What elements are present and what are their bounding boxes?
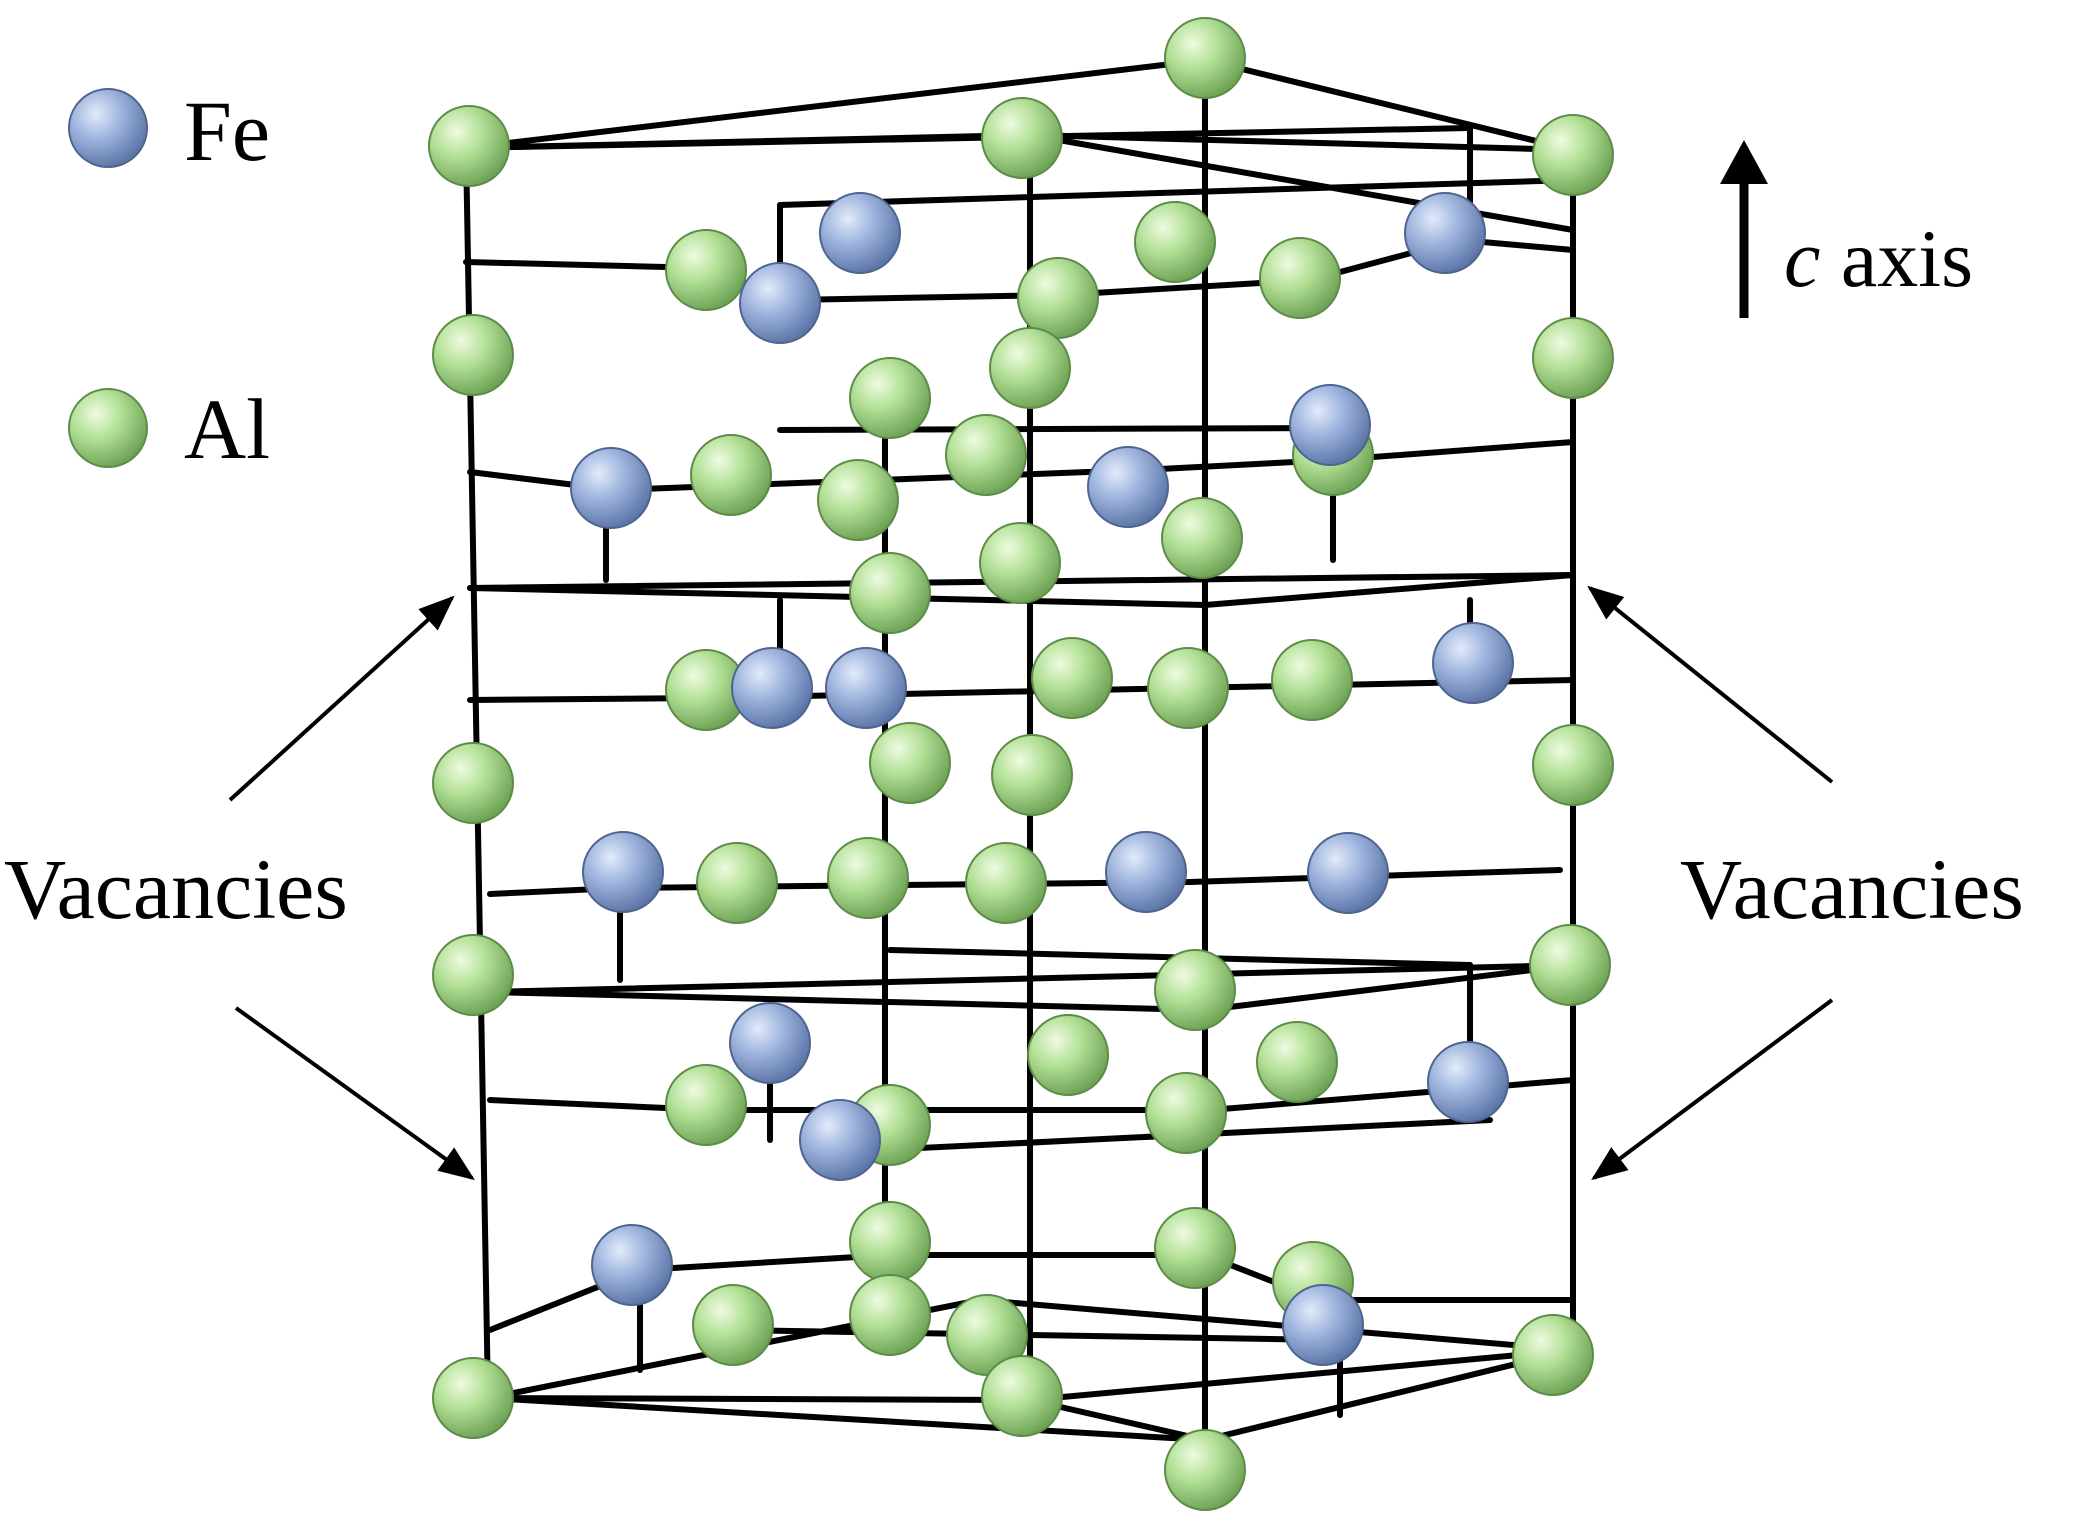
al-atom [1271, 639, 1353, 721]
al-atom [869, 722, 951, 804]
lattice-bond [485, 1395, 1033, 1403]
al-atom [1161, 497, 1243, 579]
al-atom [1164, 1429, 1246, 1511]
vacancy-arrows [228, 585, 1834, 1181]
al-atom [981, 97, 1063, 179]
fe-atom [819, 192, 901, 274]
al-atom [1027, 1014, 1109, 1096]
fe-atom [1289, 384, 1371, 466]
lattice-bond [485, 1395, 1208, 1443]
c-axis-label: c axis [1784, 213, 1973, 304]
fe-atom [1427, 1041, 1509, 1123]
al-atom [696, 842, 778, 924]
al-atom [849, 1201, 931, 1283]
fe-atom [1307, 832, 1389, 914]
al-atom [849, 552, 931, 634]
fe-atom [582, 831, 664, 913]
lattice-bond [777, 177, 1576, 208]
vacancies-label-left: Vacancies [4, 841, 348, 937]
lattice-bond [1027, 132, 1576, 233]
lattice-bond [637, 1252, 893, 1273]
al-atom [432, 934, 514, 1016]
lattice-bond [487, 989, 1208, 1013]
fe-atom [799, 1099, 881, 1181]
vacancy-arrow-upper-left [228, 595, 455, 802]
vacancy-arrow-upper-right [1587, 585, 1834, 784]
legend-al-icon [68, 388, 148, 468]
lattice-bond [487, 962, 1576, 995]
al-atom [981, 1355, 1063, 1437]
fe-atom [739, 262, 821, 344]
vacancies-label-right: Vacancies [1680, 841, 2024, 937]
fe-atom [825, 647, 907, 729]
al-atom [1259, 237, 1341, 319]
al-atom [817, 459, 899, 541]
al-atom [690, 434, 772, 516]
c-axis-label-italic: c [1784, 213, 1820, 304]
al-atom [1164, 17, 1246, 99]
al-atom [428, 105, 510, 187]
al-atom [979, 522, 1061, 604]
al-atom [849, 1274, 931, 1356]
al-atom [1532, 317, 1614, 399]
legend: Fe Al [68, 83, 270, 477]
fe-atom [570, 447, 652, 529]
lattice-bond [977, 1297, 1576, 1353]
lattice-bond [787, 292, 1063, 303]
legend-fe-icon [68, 88, 148, 168]
fe-atom [1432, 622, 1514, 704]
lattice-bond [1202, 962, 1576, 1013]
atoms [428, 17, 1614, 1511]
al-atom [965, 842, 1047, 924]
al-atom [945, 414, 1027, 496]
al-atom [432, 1357, 514, 1439]
al-atom [1154, 949, 1236, 1031]
fe-atom [1404, 192, 1486, 274]
fe-atom [731, 647, 813, 729]
al-atom [991, 734, 1073, 816]
al-atom [849, 357, 931, 439]
lattice-bond [463, 125, 1473, 151]
al-atom [665, 229, 747, 311]
al-atom [989, 327, 1071, 409]
al-atom [1017, 257, 1099, 339]
al-atom [432, 314, 514, 396]
lattice-bond [1202, 1347, 1576, 1443]
al-atom [692, 1284, 774, 1366]
al-atom [1256, 1021, 1338, 1103]
fe-atom [729, 1002, 811, 1084]
fe-atom [1282, 1284, 1364, 1366]
al-atom [1134, 201, 1216, 283]
fe-atom [1105, 831, 1187, 913]
al-atom [1532, 724, 1614, 806]
al-atom [1147, 647, 1229, 729]
c-axis-label-rest: axis [1820, 213, 1973, 304]
vacancy-arrow-lower-left [234, 1006, 475, 1181]
al-atom [665, 1064, 747, 1146]
fe-atom [1087, 446, 1169, 528]
lattice-bond [463, 57, 1208, 151]
vacancy-arrow-lower-right [1591, 998, 1834, 1181]
al-atom [1031, 637, 1113, 719]
al-atom [1512, 1314, 1594, 1396]
fe-atom [591, 1224, 673, 1306]
lattice-bond [467, 585, 1208, 608]
lattice-bond [1202, 572, 1576, 608]
legend-al-label: Al [184, 381, 270, 477]
al-atom [1145, 1072, 1227, 1154]
lattice-bond [1207, 1077, 1576, 1113]
c-axis-arrow [1720, 140, 1768, 318]
lattice-bond [1202, 57, 1576, 153]
legend-fe-label: Fe [184, 83, 270, 179]
al-atom [827, 837, 909, 919]
al-atom [1154, 1207, 1236, 1289]
lattice-bond [1027, 1347, 1576, 1403]
al-atom [1529, 924, 1611, 1006]
al-atom [432, 742, 514, 824]
al-atom [1532, 114, 1614, 196]
